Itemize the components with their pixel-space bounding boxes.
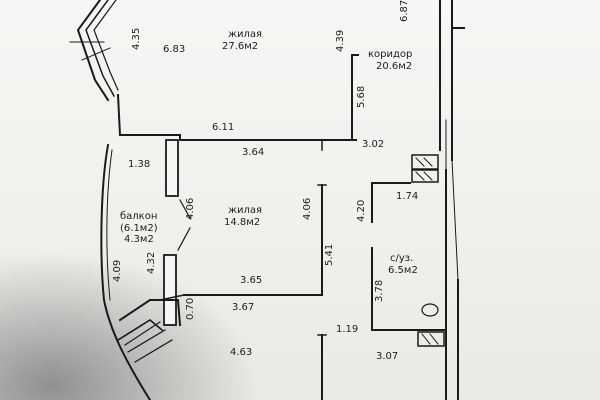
dimension-label: 6.11	[212, 122, 235, 133]
dimension-label: 1.38	[128, 159, 151, 170]
dimension-label: 6.83	[163, 44, 186, 55]
balcony-door	[177, 227, 191, 251]
wall	[371, 182, 411, 223]
wall	[451, 159, 459, 281]
dimension-label: 0.70	[185, 297, 196, 320]
dimension-label: 5.41	[324, 243, 335, 266]
room-corridor-area: 20.6м2	[376, 61, 413, 72]
dimension-label: 1.74	[396, 191, 419, 202]
dimension-label: 5.68	[356, 85, 367, 108]
room-living-1-area: 27.6м2	[222, 41, 259, 52]
balcony-door	[179, 199, 191, 219]
dimension-label: 4.09	[112, 259, 123, 282]
wall	[116, 93, 122, 137]
room-corridor-name: коридор	[368, 49, 413, 60]
room-living-2-area: 14.8м2	[224, 217, 261, 228]
vent-shaft	[417, 331, 445, 347]
dimension-label: 4.63	[230, 347, 253, 358]
balcony-pillar	[165, 139, 179, 197]
dimension-label: 3.64	[242, 147, 265, 158]
dimension-label: 3.67	[232, 302, 255, 313]
bay-window	[69, 0, 119, 102]
dimension-label: 6.87	[399, 0, 410, 22]
dimension-label: 4.39	[335, 29, 346, 52]
balcony-pillar	[163, 254, 177, 326]
dimension-label: 4.35	[131, 27, 142, 50]
wall	[119, 134, 357, 141]
vent-shaft	[411, 169, 439, 183]
room-balcony-area-full: (6.1м2)	[120, 223, 158, 234]
room-balcony-area: 4.3м2	[124, 234, 154, 245]
dimension-label: 4.20	[356, 199, 367, 222]
wall	[116, 319, 164, 342]
dimension-label: 4.32	[146, 251, 157, 274]
room-living-1-name: жилая	[228, 29, 263, 40]
dimension-label: 1.19	[336, 324, 359, 335]
dimension-label: 4.06	[302, 197, 313, 220]
dimension-label: 3.65	[240, 275, 263, 286]
dimension-label: 4.06	[185, 197, 196, 220]
dimension-label: 3.78	[374, 279, 385, 302]
wall	[118, 299, 182, 327]
room-balcony-name: балкон	[120, 211, 158, 222]
toilet-fixture	[421, 303, 439, 317]
room-bathroom-name: с/уз.	[390, 253, 414, 264]
balcony-outer-wall	[106, 149, 113, 301]
dimension-label: 3.07	[376, 351, 399, 362]
balcony-outer-wall	[100, 143, 152, 400]
vent-shaft	[411, 154, 439, 170]
wall	[371, 247, 447, 331]
room-living-2-name: жилая	[228, 205, 263, 216]
room-bathroom-area: 6.5м2	[388, 265, 418, 276]
dimension-label: 3.02	[362, 139, 385, 150]
